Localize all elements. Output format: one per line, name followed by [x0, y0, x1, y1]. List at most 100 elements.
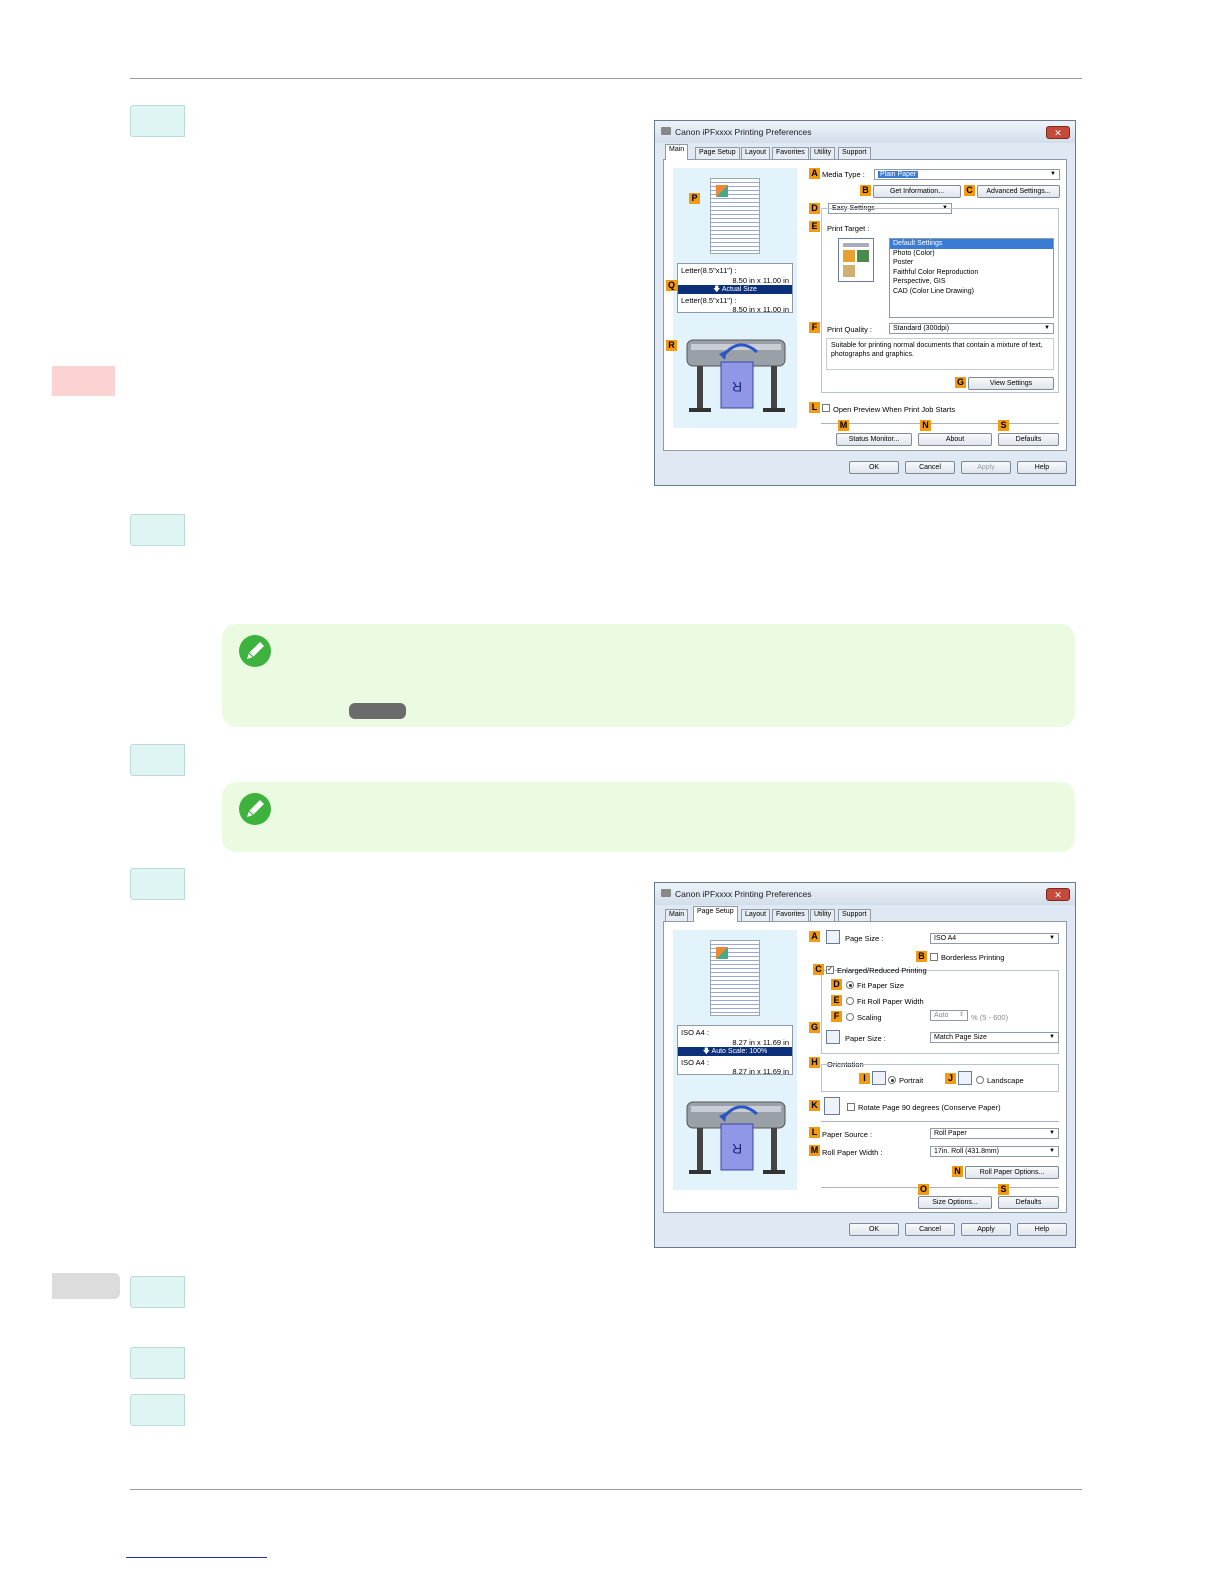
scale-bar: 🡇 Auto Scale: 100% [678, 1047, 792, 1056]
view-settings-button[interactable]: View Settings [968, 377, 1054, 390]
print-target-option[interactable]: Poster [893, 259, 914, 266]
label-r: R [666, 340, 677, 351]
size-options-button[interactable]: Size Options... [918, 1196, 992, 1209]
defaults-button[interactable]: Defaults [998, 1196, 1059, 1209]
tab-support[interactable]: Support [838, 147, 871, 159]
label-a: A [809, 931, 820, 942]
portrait-icon [872, 1071, 886, 1085]
paper-top-size: 8.50 in x 11.00 in [732, 276, 789, 285]
cancel-button[interactable]: Cancel [905, 461, 955, 474]
ok-button[interactable]: OK [849, 461, 899, 474]
dialog-title-bar: Canon iPFxxxx Printing Preferences ✕ [655, 121, 1075, 143]
scaling-radio[interactable] [846, 1013, 854, 1021]
scaling-range: % (5 - 600) [971, 1013, 1009, 1022]
rotate-page-label: Rotate Page 90 degrees (Conserve Paper) [858, 1103, 1001, 1112]
help-button[interactable]: Help [1017, 1223, 1067, 1236]
chapter-side-tab[interactable] [52, 366, 115, 396]
tab-favorites[interactable]: Favorites [772, 909, 809, 921]
print-quality-description: Suitable for printing normal documents t… [826, 338, 1054, 370]
apply-button[interactable]: Apply [961, 461, 1011, 474]
get-information-button[interactable]: Get Information... [873, 185, 961, 198]
print-target-option[interactable]: Photo (Color) [893, 249, 935, 257]
step-marker [130, 1347, 185, 1379]
tab-support[interactable]: Support [838, 909, 871, 921]
help-button[interactable]: Help [1017, 461, 1067, 474]
tab-page-setup[interactable]: Page Setup [695, 147, 740, 159]
close-button[interactable]: ✕ [1046, 126, 1070, 139]
print-target-label: Print Target : [827, 224, 870, 233]
scale-bar-text: Auto Scale: 100% [711, 1048, 768, 1055]
cancel-button[interactable]: Cancel [905, 1223, 955, 1236]
print-target-option[interactable]: Faithful Color Reproduction [893, 268, 979, 276]
print-quality-label: Print Quality : [827, 325, 873, 334]
label-m: M [838, 420, 849, 431]
rotate-page-checkbox[interactable] [847, 1103, 855, 1111]
tab-layout[interactable]: Layout [741, 147, 771, 159]
tab-utility[interactable]: Utility [810, 909, 836, 921]
print-target-option[interactable]: Default Settings [890, 239, 1053, 249]
print-target-list[interactable]: Default Settings Photo (Color) Poster Fa… [889, 238, 1054, 318]
tab-page-setup[interactable]: Page Setup [693, 906, 738, 922]
printing-preferences-dialog-main: Canon iPFxxxx Printing Preferences ✕ Mai… [654, 120, 1076, 486]
tab-main[interactable]: Main [665, 909, 689, 921]
footer-link-underline[interactable] [126, 1557, 267, 1558]
printer-illustration: R [686, 1101, 786, 1174]
print-quality-select[interactable]: Standard (300dpi)▼ [889, 323, 1054, 334]
page-preview-image [710, 178, 760, 254]
page-preview-image [710, 940, 760, 1016]
roll-paper-options-button[interactable]: Roll Paper Options... [965, 1166, 1059, 1179]
label-n: N [920, 420, 931, 431]
tab-panel: ISO A4 : 8.27 in x 11.69 in 🡇 Auto Scale… [663, 921, 1067, 1213]
status-monitor-button[interactable]: Status Monitor... [836, 433, 912, 446]
borderless-label: Borderless Printing [941, 953, 1005, 962]
landscape-radio[interactable] [976, 1076, 984, 1084]
scaling-stepper[interactable]: Auto⇕ [930, 1010, 968, 1021]
step-marker [130, 1276, 185, 1308]
borderless-checkbox[interactable] [930, 953, 938, 961]
label-s: S [998, 420, 1009, 431]
enlarged-reduced-checkbox[interactable]: ✓ [826, 966, 834, 974]
tab-utility[interactable]: Utility [810, 147, 836, 159]
step-marker [130, 1394, 185, 1426]
reference-link-button[interactable] [349, 703, 406, 719]
tab-main[interactable]: Main [665, 144, 689, 160]
paper-size-select[interactable]: Match Page Size▼ [930, 1032, 1059, 1043]
label-a: A [809, 168, 820, 179]
label-c: C [964, 185, 975, 196]
fit-paper-size-label: Fit Paper Size [857, 981, 905, 990]
portrait-label: Portrait [899, 1076, 924, 1085]
label-l: L [809, 1127, 820, 1138]
fit-paper-size-radio[interactable] [846, 981, 854, 989]
about-button[interactable]: About [918, 433, 992, 446]
label-p: P [689, 193, 700, 204]
print-target-option[interactable]: Perspective, GIS [893, 278, 946, 285]
apply-button[interactable]: Apply [961, 1223, 1011, 1236]
open-preview-checkbox[interactable] [822, 404, 830, 412]
paper-source-select[interactable]: Roll Paper▼ [930, 1128, 1059, 1139]
media-type-select[interactable]: Plain Paper▼ [874, 169, 1060, 180]
close-button[interactable]: ✕ [1046, 888, 1070, 901]
portrait-radio[interactable] [888, 1076, 896, 1084]
page-size-select[interactable]: ISO A4▼ [930, 933, 1059, 944]
label-h: H [809, 1057, 820, 1068]
page-size-label: Page Size : [845, 934, 884, 943]
section-side-tab[interactable] [52, 1273, 120, 1299]
label-c: C [813, 964, 824, 975]
label-l: L [809, 402, 820, 413]
label-o: O [918, 1184, 929, 1195]
paper-top-name: Letter(8.5"x11") : [681, 266, 737, 275]
ok-button[interactable]: OK [849, 1223, 899, 1236]
page-size-icon [826, 930, 840, 944]
fit-roll-width-radio[interactable] [846, 997, 854, 1005]
paper-info-box: Letter(8.5"x11") : 8.50 in x 11.00 in 🡇 … [677, 263, 793, 314]
svg-text:R: R [732, 379, 742, 395]
advanced-settings-button[interactable]: Advanced Settings... [977, 185, 1060, 198]
print-target-option[interactable]: CAD (Color Line Drawing) [893, 287, 974, 295]
label-s: S [998, 1184, 1009, 1195]
roll-width-select[interactable]: 17in. Roll (431.8mm)▼ [930, 1146, 1059, 1157]
paper-bottom-name: Letter(8.5"x11") : [681, 296, 737, 305]
tab-layout[interactable]: Layout [741, 909, 771, 921]
printer-illustration: R [686, 339, 786, 412]
defaults-button[interactable]: Defaults [998, 433, 1059, 446]
tab-favorites[interactable]: Favorites [772, 147, 809, 159]
